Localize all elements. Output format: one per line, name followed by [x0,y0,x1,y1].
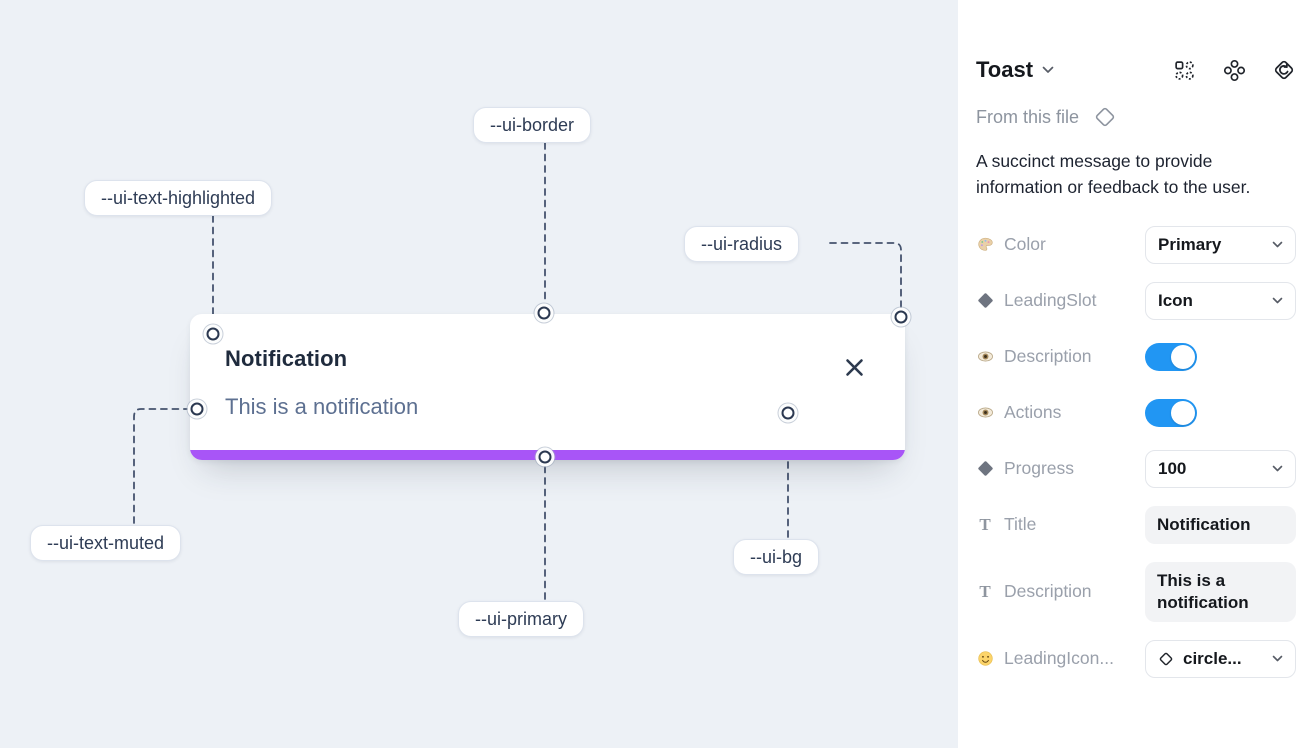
connector-dot-text-highlighted[interactable] [206,327,220,341]
palette-icon [976,236,994,253]
text-icon: T [979,581,991,601]
prop-row-actions-toggle: Actions [976,394,1296,432]
connector-dot-bg[interactable] [781,406,795,420]
annotation-ui-bg[interactable]: --ui-bg [733,539,820,575]
detach-instance-icon [1274,60,1294,80]
toast-title: Notification [225,346,348,371]
prop-label-color: Color [1004,234,1046,254]
leadingicon-select[interactable]: circle... [1145,639,1296,678]
annotation-ui-text-muted[interactable]: --ui-text-muted [30,525,182,561]
progress-select[interactable]: 100 [1145,449,1296,488]
diamond-icon [976,460,994,477]
chevron-down-icon [1272,297,1283,304]
annotation-ui-primary[interactable]: --ui-primary [458,601,584,637]
text-icon: T [979,514,991,534]
prop-label-actions: Actions [1004,402,1062,422]
variants-icon [1223,59,1245,81]
prop-row-title: T Title Notification [976,505,1296,544]
annotation-ui-radius[interactable]: --ui-radius [684,226,800,262]
source-row: From this file [976,105,1296,129]
connector-dot-radius[interactable] [894,310,908,324]
toast-component-preview[interactable]: Notification This is a notification [190,314,905,460]
component-name: Toast [976,57,1034,82]
prop-row-leadingicon: LeadingIcon... circle... [976,639,1296,678]
connector-dot-text-muted[interactable] [190,402,204,416]
prop-label-description: Description [1004,346,1092,366]
prop-label-leadingslot: LeadingSlot [1004,290,1097,310]
color-select[interactable]: Primary [1145,225,1296,264]
prop-label-leadingicon: LeadingIcon... [1004,648,1114,669]
chevron-down-icon [1272,465,1283,472]
actions-toggle[interactable] [1145,398,1197,427]
panel-header: Toast [976,52,1296,88]
instance-diamond-icon [1158,651,1174,667]
title-input[interactable]: Notification [1145,505,1296,544]
smiley-icon [976,650,994,667]
chevron-down-icon [1272,241,1283,248]
leadingslot-select[interactable]: Icon [1145,281,1296,320]
eye-icon [976,404,994,421]
prop-row-color: Color Primary [976,225,1296,264]
toast-description: This is a notification [225,394,419,419]
prop-label-title: Title [1004,514,1037,535]
main-component-diamond-icon[interactable] [1093,105,1117,129]
detach-instance-button[interactable] [1272,58,1296,82]
close-icon [845,358,863,376]
description-toggle[interactable] [1145,342,1197,371]
prop-row-description-toggle: Description [976,338,1296,376]
diamond-icon [976,292,994,309]
annotation-ui-border[interactable]: --ui-border [473,107,592,143]
component-properties-icon [1174,60,1194,80]
connector-dot-border[interactable] [537,306,551,320]
prop-row-leadingslot: LeadingSlot Icon [976,281,1296,320]
variants-button[interactable] [1222,58,1246,82]
source-label: From this file [976,106,1080,127]
properties-panel: Toast [958,0,1312,748]
annotation-ui-text-highlighted[interactable]: --ui-text-highlighted [84,180,273,216]
property-list: Color Primary LeadingSlot Icon [976,225,1296,678]
component-name-dropdown[interactable]: Toast [976,57,1054,83]
chevron-down-icon [1042,66,1054,73]
component-properties-button[interactable] [1172,58,1196,82]
prop-label-description-text: Description [1004,581,1092,602]
chevron-down-icon [1272,655,1283,662]
connector-dot-primary[interactable] [538,450,552,464]
eye-icon [976,348,994,365]
prop-label-progress: Progress [1004,458,1075,478]
prop-row-description-text: T Description This is a notification [976,561,1296,622]
design-canvas[interactable]: Notification This is a notification --ui… [0,0,958,748]
toast-close-button[interactable] [841,354,867,380]
prop-row-progress: Progress 100 [976,449,1296,488]
description-input[interactable]: This is a notification [1145,561,1296,622]
component-description: A succinct message to provide informatio… [976,151,1251,198]
